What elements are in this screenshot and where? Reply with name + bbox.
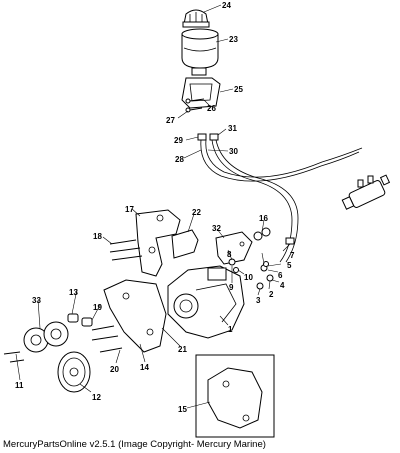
callout-1: 1 [228,325,233,334]
callout-32: 32 [212,224,221,233]
callout-31: 31 [228,124,237,133]
callout-30: 30 [229,147,238,156]
spacers-and-bolts[interactable] [67,313,123,353]
pump-strap[interactable] [171,229,199,259]
pump-fittings[interactable] [156,237,295,330]
callout-19: 19 [93,303,102,312]
backing-plate[interactable] [103,279,167,353]
callout-25: 25 [234,85,243,94]
reservoir-cap[interactable] [182,9,210,28]
mounting-plate[interactable] [215,231,253,265]
callout-14: 14 [140,363,149,372]
reservoir[interactable] [181,28,219,76]
callout-24: 24 [222,1,231,10]
inset-plate[interactable] [207,367,263,429]
callout-5: 5 [287,261,292,270]
callout-17: 17 [125,205,134,214]
oil-cooler[interactable] [341,174,391,210]
callout-16: 16 [259,214,268,223]
callout-18: 18 [93,232,102,241]
callout-28: 28 [175,155,184,164]
callout-6: 6 [278,271,283,280]
idler-pulleys[interactable] [23,321,69,353]
copyright-caption: MercuryPartsOnline v2.5.1 (Image Copyrig… [3,439,266,450]
callout-27: 27 [166,116,175,125]
drive-pulley[interactable] [57,351,91,393]
callout-labels: 1 2 3 4 5 6 7 8 9 10 11 12 13 14 15 16 1… [15,1,295,414]
power-steering-pump[interactable] [167,265,245,339]
callout-21: 21 [178,345,187,354]
callout-7: 7 [290,251,295,260]
callout-23: 23 [229,35,238,44]
nuts[interactable] [253,227,271,241]
callout-2: 2 [269,290,274,299]
callout-33: 33 [32,296,41,305]
callout-9: 9 [229,283,234,292]
callout-4: 4 [280,281,285,290]
long-bolts[interactable] [109,239,143,261]
callout-8: 8 [227,250,232,259]
callout-22: 22 [192,208,201,217]
leader-lines [15,4,291,409]
callout-12: 12 [92,393,101,402]
pump-bracket[interactable] [135,209,181,277]
callout-26: 26 [207,104,216,113]
hose-fittings[interactable] [197,133,219,141]
callout-20: 20 [110,365,119,374]
bracket-screws[interactable] [185,98,205,113]
callout-13: 13 [69,288,78,297]
callout-3: 3 [256,296,261,305]
pulley-bolts[interactable] [3,351,25,363]
callout-15: 15 [178,405,187,414]
callout-29: 29 [174,136,183,145]
callout-11: 11 [15,381,24,390]
callout-10: 10 [244,273,253,282]
